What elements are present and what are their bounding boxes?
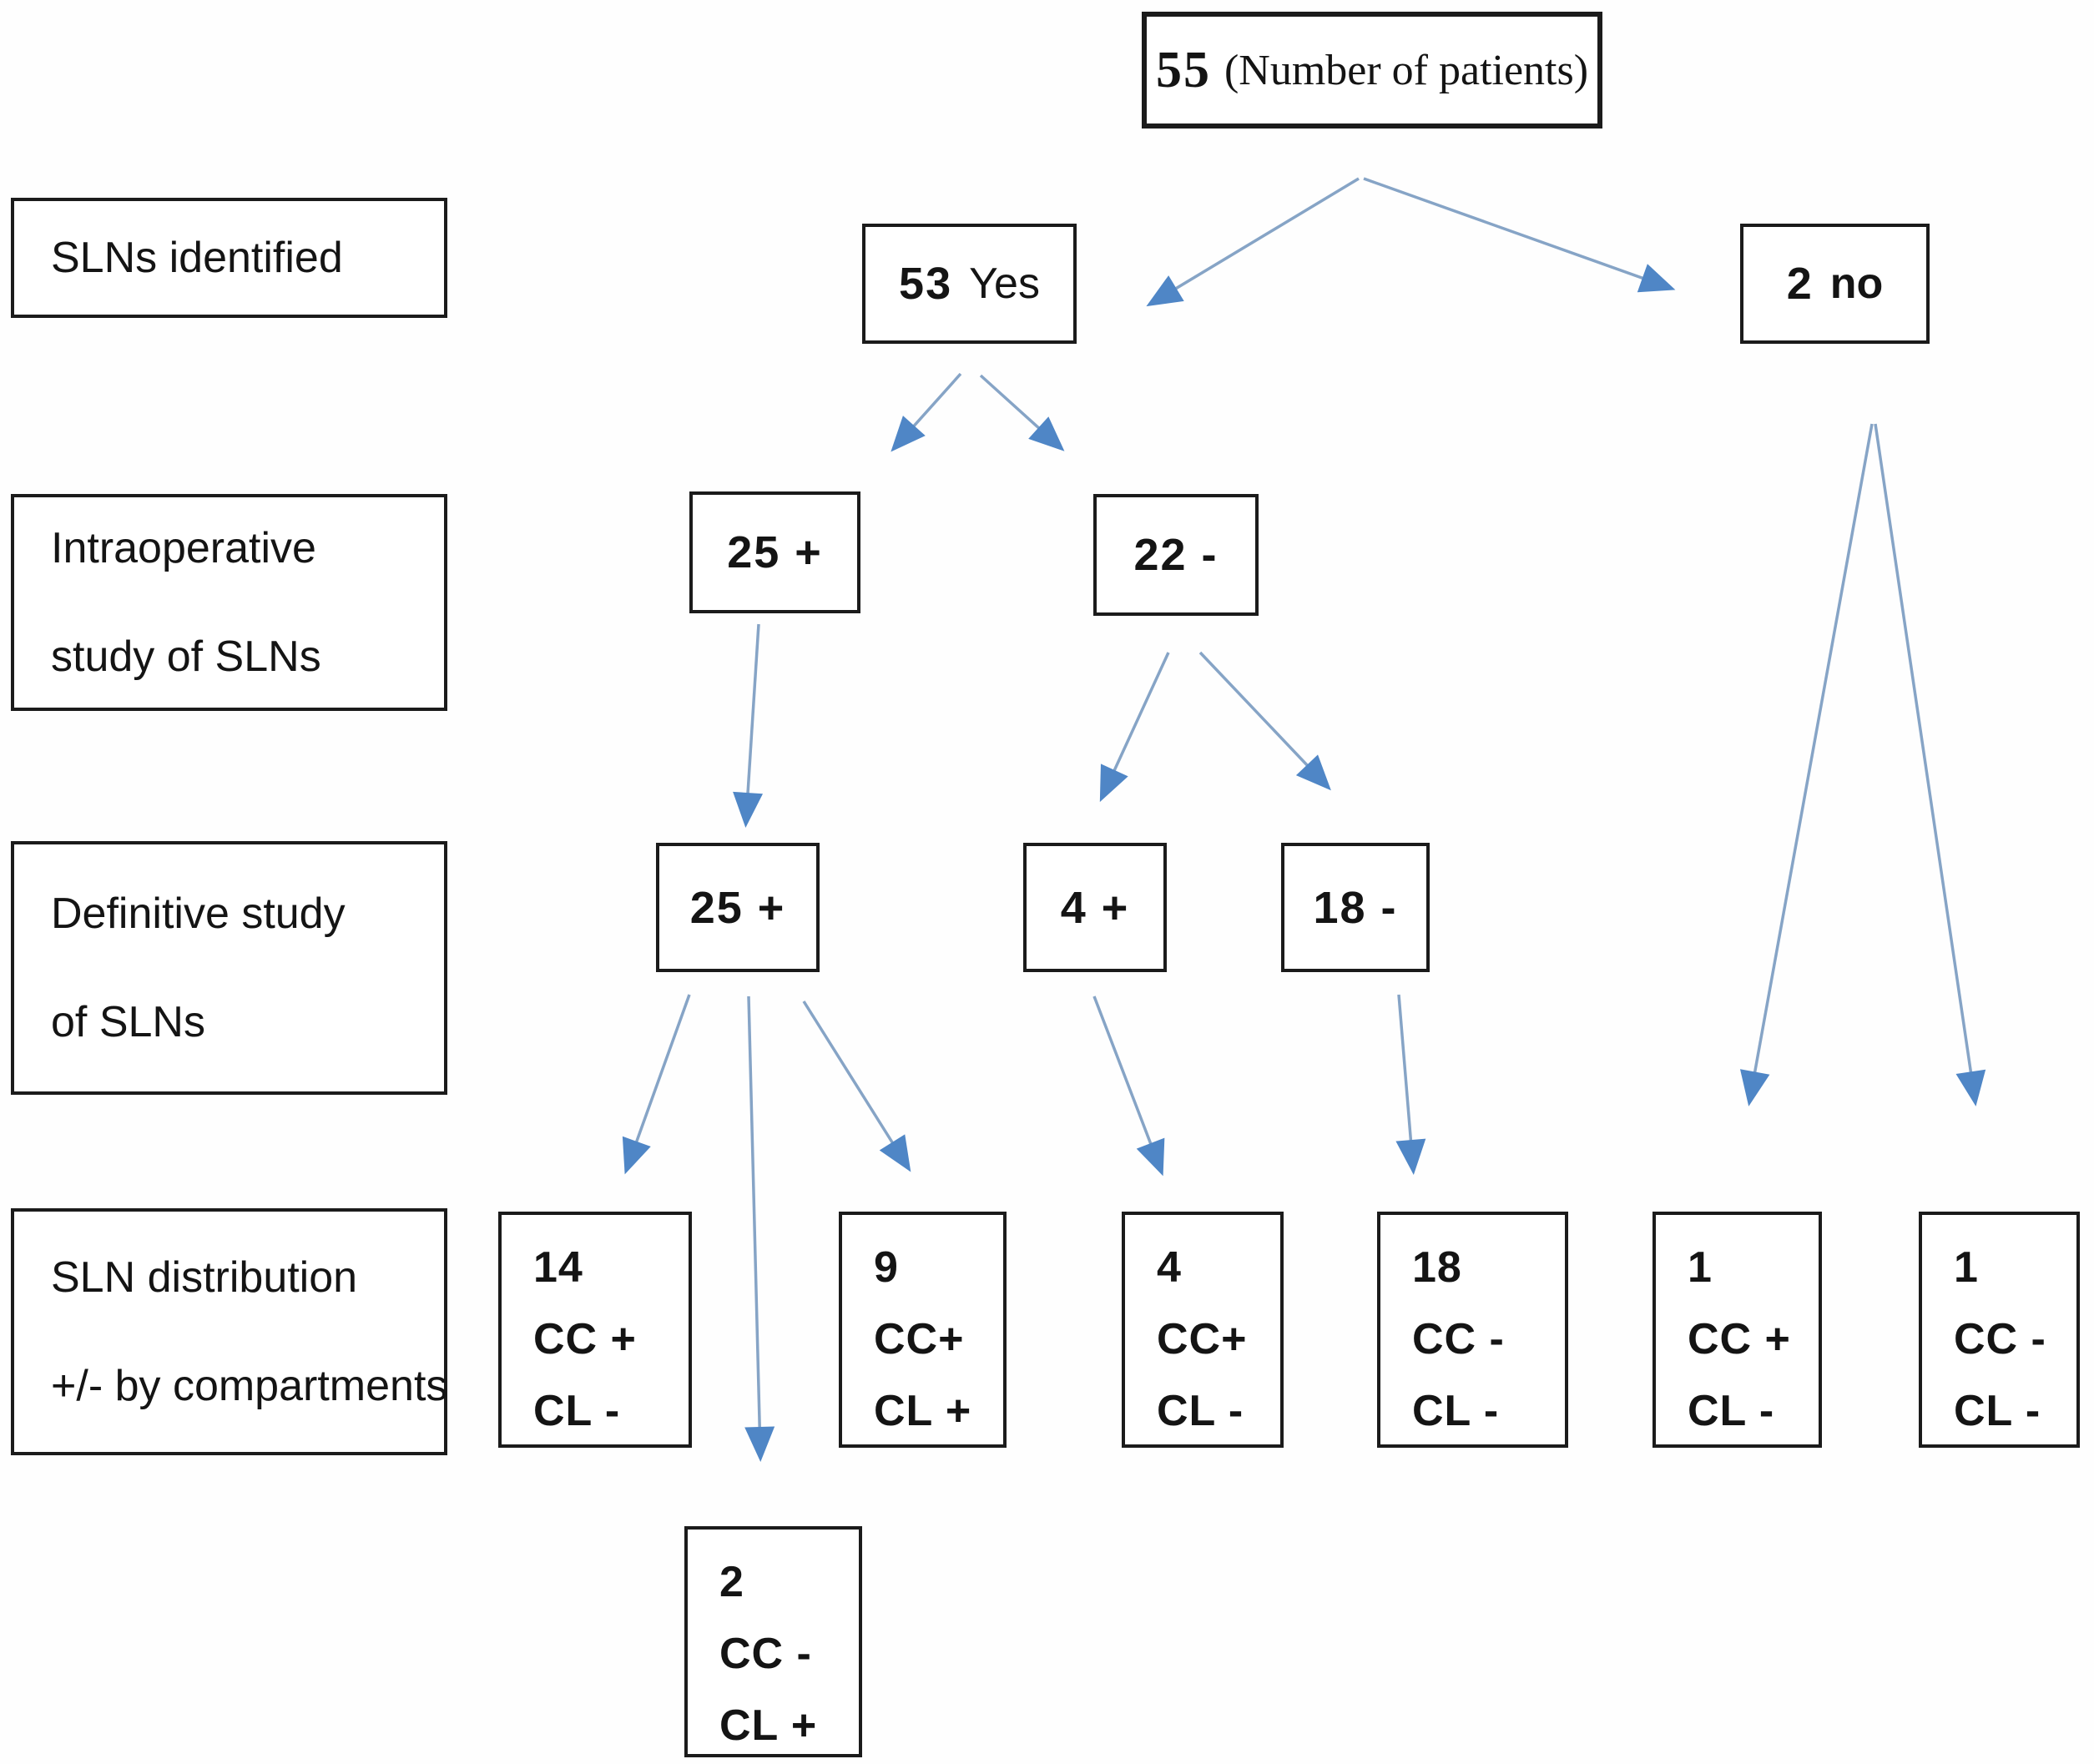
row-label-intraoperative-study: Intraoperative study of SLNs xyxy=(11,494,447,711)
row-label-definitive-study: Definitive study of SLNs xyxy=(11,841,447,1095)
node-definitive-positive-25: 25 + xyxy=(656,843,820,972)
node-line: 1 xyxy=(1688,1243,1713,1292)
arrow-no-to-comp-f xyxy=(1874,423,1986,1106)
row-label-text: Definitive study xyxy=(51,890,346,938)
arrow-no-to-comp-e xyxy=(1739,423,1874,1106)
node-intraoperative-positive: 25 + xyxy=(689,491,860,613)
arrow-def-pos-to-comp-bottom xyxy=(744,995,775,1462)
arrow-yes-to-intra-pos xyxy=(891,372,962,452)
node-line: CC - xyxy=(1412,1315,1505,1363)
row-label-sln-distribution: SLN distribution +/- by compartments xyxy=(11,1208,447,1455)
arrow-def-pos-to-comp-a xyxy=(622,994,691,1175)
node-intraoperative-negative: 22 - xyxy=(1093,494,1259,616)
node-number: 4 + xyxy=(1060,882,1130,933)
node-identified-no: 2 no xyxy=(1740,224,1930,344)
node-definitive-positive-4: 4 + xyxy=(1023,843,1167,972)
node-number: 18 - xyxy=(1313,882,1398,933)
node-line: 9 xyxy=(874,1243,899,1292)
arrow-def-pos4-to-comp-c xyxy=(1092,995,1165,1177)
row-label-text: SLN distribution xyxy=(51,1253,358,1302)
node-identified-yes: 53 Yes xyxy=(862,224,1077,344)
arrow-def-neg18-to-comp-d xyxy=(1395,994,1426,1175)
row-label-text: SLNs identified xyxy=(51,234,343,282)
node-comp-2-ccneg-clpos: 2 CC - CL + xyxy=(684,1526,862,1757)
node-number: 2 xyxy=(1786,259,1814,309)
row-label-text: +/- by compartments xyxy=(51,1362,448,1410)
node-line: 4 xyxy=(1157,1243,1182,1292)
node-line: 18 xyxy=(1412,1243,1462,1292)
row-label-slns-identified: SLNs identified xyxy=(11,198,447,318)
node-suffix: Yes xyxy=(969,260,1040,308)
arrow-intra-neg-to-def-neg18 xyxy=(1198,651,1331,791)
node-number: 25 + xyxy=(727,527,823,577)
arrow-total-to-no xyxy=(1363,177,1676,293)
node-line: CC + xyxy=(1688,1315,1791,1363)
row-label-text: of SLNs xyxy=(51,998,205,1046)
node-comp-4-ccpos-clneg: 4 CC+ CL - xyxy=(1122,1212,1284,1448)
node-line: CL - xyxy=(1412,1387,1500,1435)
node-line: 14 xyxy=(533,1243,583,1292)
node-definitive-negative-18: 18 - xyxy=(1281,843,1430,972)
node-line: 2 xyxy=(719,1558,744,1606)
node-line: CC+ xyxy=(874,1315,965,1363)
node-comp-14-ccpos-clneg: 14 CC + CL - xyxy=(498,1212,692,1448)
total-patients-number: 55 xyxy=(1155,41,1211,98)
arrow-intra-neg-to-def-pos4 xyxy=(1099,652,1170,803)
node-line: CC + xyxy=(533,1315,637,1363)
node-line: CL + xyxy=(719,1701,818,1750)
arrow-total-to-yes xyxy=(1146,177,1360,307)
node-line: CL - xyxy=(1688,1387,1775,1435)
total-patients-label: (Number of patients) xyxy=(1224,46,1589,94)
node-number: 22 - xyxy=(1133,530,1219,580)
node-comp-18-ccneg-clneg: 18 CC - CL - xyxy=(1377,1212,1568,1448)
node-line: 1 xyxy=(1954,1243,1979,1292)
arrow-intra-pos-to-def-pos xyxy=(733,623,764,828)
node-number: 25 + xyxy=(689,882,786,933)
node-line: CL - xyxy=(1157,1387,1244,1435)
node-line: CC+ xyxy=(1157,1315,1248,1363)
node-line: CL - xyxy=(1954,1387,2041,1435)
node-line: CC - xyxy=(719,1630,812,1678)
node-line: CC - xyxy=(1954,1315,2046,1363)
arrow-yes-to-intra-neg xyxy=(979,374,1065,451)
node-suffix: no xyxy=(1829,260,1884,308)
node-comp-1-ccneg-clneg: 1 CC - CL - xyxy=(1919,1212,2080,1448)
row-label-text: study of SLNs xyxy=(51,633,321,681)
row-label-text: Intraoperative xyxy=(51,524,316,572)
arrow-def-pos-to-comp-b xyxy=(802,1000,911,1172)
node-total-patients: 55 (Number of patients) xyxy=(1142,12,1602,129)
node-line: CL - xyxy=(533,1387,621,1435)
node-comp-9-ccpos-clpos: 9 CC+ CL + xyxy=(839,1212,1007,1448)
node-comp-1-ccpos-clneg: 1 CC + CL - xyxy=(1652,1212,1822,1448)
node-line: CL + xyxy=(874,1387,972,1435)
node-number: 53 xyxy=(899,259,953,309)
